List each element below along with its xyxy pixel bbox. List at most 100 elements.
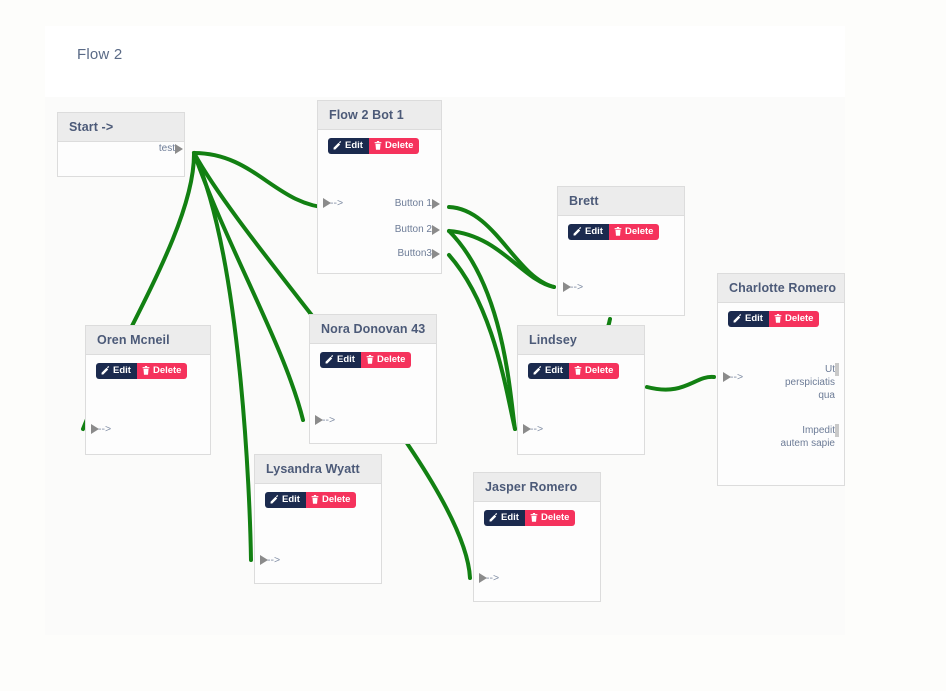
output-port-label: Button 1 xyxy=(394,198,432,209)
node-title: Charlotte Romero xyxy=(718,274,844,303)
edit-button[interactable]: Edit xyxy=(728,311,769,327)
delete-button[interactable]: Delete xyxy=(524,510,576,526)
output-port-arrow-icon xyxy=(432,249,440,259)
output-port-label: Button3 xyxy=(397,248,432,259)
output-port-label: Impedit autem sapie xyxy=(780,425,835,449)
pencil-square-icon xyxy=(333,141,342,150)
edit-button-label: Edit xyxy=(345,140,363,151)
edge-connector[interactable] xyxy=(447,229,556,289)
trash-icon xyxy=(142,366,150,375)
node-output-port[interactable]: Button 1 xyxy=(394,197,440,210)
trash-icon xyxy=(374,141,382,150)
delete-button[interactable]: Delete xyxy=(608,224,660,240)
node-output-port[interactable]: Button 2 xyxy=(395,223,440,236)
node-title: Lindsey xyxy=(518,326,644,355)
output-port-label: Ut perspiciatis qua xyxy=(784,364,835,401)
delete-button[interactable]: Delete xyxy=(360,352,412,368)
header-card: Flow 2 xyxy=(45,26,845,97)
edit-button-label: Edit xyxy=(282,494,300,505)
node-output-port[interactable]: test xyxy=(159,142,183,155)
node-input-port[interactable]: --> xyxy=(260,554,281,566)
delete-button[interactable]: Delete xyxy=(368,138,420,154)
node-actions: Edit Delete xyxy=(255,484,381,508)
pencil-square-icon xyxy=(270,495,279,504)
input-port-arrow-icon xyxy=(523,424,531,434)
input-port-arrow-icon xyxy=(723,372,731,382)
input-port-label: --> xyxy=(98,423,112,435)
input-port-arrow-icon xyxy=(323,198,331,208)
input-port-arrow-icon xyxy=(479,573,487,583)
node-body: Edit Delete --> Button 1 Button 2 Button3 xyxy=(318,130,441,272)
edit-button[interactable]: Edit xyxy=(96,363,137,379)
node-body: Edit Delete --> xyxy=(558,216,684,314)
delete-button[interactable]: Delete xyxy=(136,363,188,379)
edit-button[interactable]: Edit xyxy=(568,224,609,240)
node-input-port[interactable]: --> xyxy=(91,423,112,435)
output-port-arrow-icon xyxy=(175,144,183,154)
node-body: test xyxy=(58,142,184,175)
input-port-label: --> xyxy=(322,414,336,426)
flow-node-start[interactable]: Start ->test xyxy=(57,112,185,177)
trash-icon xyxy=(774,314,782,323)
edge-connector[interactable] xyxy=(645,374,716,392)
pencil-square-icon xyxy=(573,227,582,236)
node-output-port[interactable]: Impedit autem sapie xyxy=(773,424,839,450)
node-title: Start -> xyxy=(58,113,184,142)
node-input-port[interactable]: --> xyxy=(523,423,543,435)
edit-button[interactable]: Edit xyxy=(265,492,306,508)
node-input-port[interactable]: --> xyxy=(323,197,344,209)
trash-icon xyxy=(574,366,582,375)
pencil-square-icon xyxy=(325,355,334,364)
edit-button-label: Edit xyxy=(585,226,603,237)
node-input-port[interactable]: --> xyxy=(479,572,499,584)
input-port-label: --> xyxy=(330,197,344,209)
edit-button-label: Edit xyxy=(113,365,131,376)
input-port-label: --> xyxy=(570,281,584,293)
delete-button-label: Delete xyxy=(784,313,814,324)
output-port-arrow-icon xyxy=(432,199,440,209)
pencil-square-icon xyxy=(101,366,110,375)
trash-icon xyxy=(366,355,374,364)
node-title: Oren Mcneil xyxy=(86,326,210,355)
edge-connector[interactable] xyxy=(447,229,517,431)
output-port-handle xyxy=(835,424,839,437)
pencil-square-icon xyxy=(733,314,742,323)
node-input-port[interactable]: --> xyxy=(563,281,584,293)
node-output-port[interactable]: Button3 xyxy=(397,247,440,260)
delete-button-label: Delete xyxy=(152,365,182,376)
delete-button[interactable]: Delete xyxy=(568,363,620,379)
node-actions: Edit Delete xyxy=(558,216,684,240)
edit-button[interactable]: Edit xyxy=(328,138,369,154)
node-output-port[interactable]: Ut perspiciatis qua xyxy=(773,363,839,402)
edit-button[interactable]: Edit xyxy=(484,510,525,526)
input-port-label: --> xyxy=(267,554,281,566)
edge-connector[interactable] xyxy=(447,205,556,289)
delete-button-label: Delete xyxy=(321,494,351,505)
node-input-port[interactable]: --> xyxy=(315,414,336,426)
edit-button[interactable]: Edit xyxy=(528,363,569,379)
edit-button[interactable]: Edit xyxy=(320,352,361,368)
node-title: Jasper Romero xyxy=(474,473,600,502)
node-input-port[interactable]: --> xyxy=(723,371,743,383)
output-port-handle xyxy=(835,363,839,376)
delete-button-label: Delete xyxy=(584,365,614,376)
delete-button[interactable]: Delete xyxy=(305,492,357,508)
input-port-arrow-icon xyxy=(260,555,268,565)
delete-button[interactable]: Delete xyxy=(768,311,820,327)
node-title: Brett xyxy=(558,187,684,216)
edge-connector[interactable] xyxy=(192,151,332,210)
edge-connector[interactable] xyxy=(447,253,517,431)
